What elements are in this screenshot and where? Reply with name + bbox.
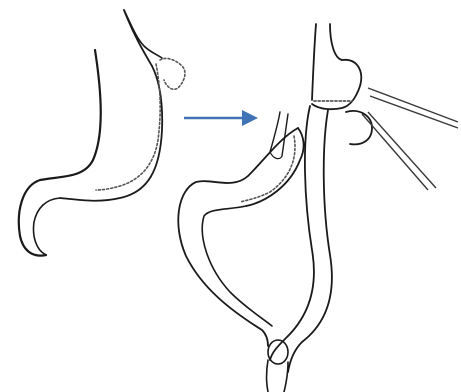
instrument-lower-a xyxy=(362,114,428,190)
remnant-staple-line xyxy=(240,136,295,202)
distal-limb-right xyxy=(284,362,288,392)
surgical-instruments xyxy=(362,88,458,190)
instrument-upper-a xyxy=(368,88,458,122)
anastomosis-junction xyxy=(268,340,288,364)
instrument-upper-b xyxy=(370,96,458,128)
after-anatomy xyxy=(178,24,458,392)
distal-limb-left xyxy=(267,360,269,392)
arrow-head xyxy=(242,110,258,126)
esophagus-right xyxy=(330,24,342,60)
before-stomach xyxy=(19,10,185,256)
remnant-knob xyxy=(346,111,372,144)
esophagus-left xyxy=(312,24,316,100)
remnant-stomach-outer xyxy=(178,128,298,346)
remnant-body-inner xyxy=(202,206,272,326)
stomach-outer-contour xyxy=(19,50,101,256)
stomach-lesser-contour xyxy=(60,66,162,201)
direction-arrow xyxy=(184,110,258,126)
duodenum-inner-contour xyxy=(34,198,61,255)
staple-cluster xyxy=(160,58,185,89)
instrument-lower-b xyxy=(368,112,436,188)
remnant-stump-3 xyxy=(270,152,282,159)
staple-line xyxy=(96,64,160,190)
